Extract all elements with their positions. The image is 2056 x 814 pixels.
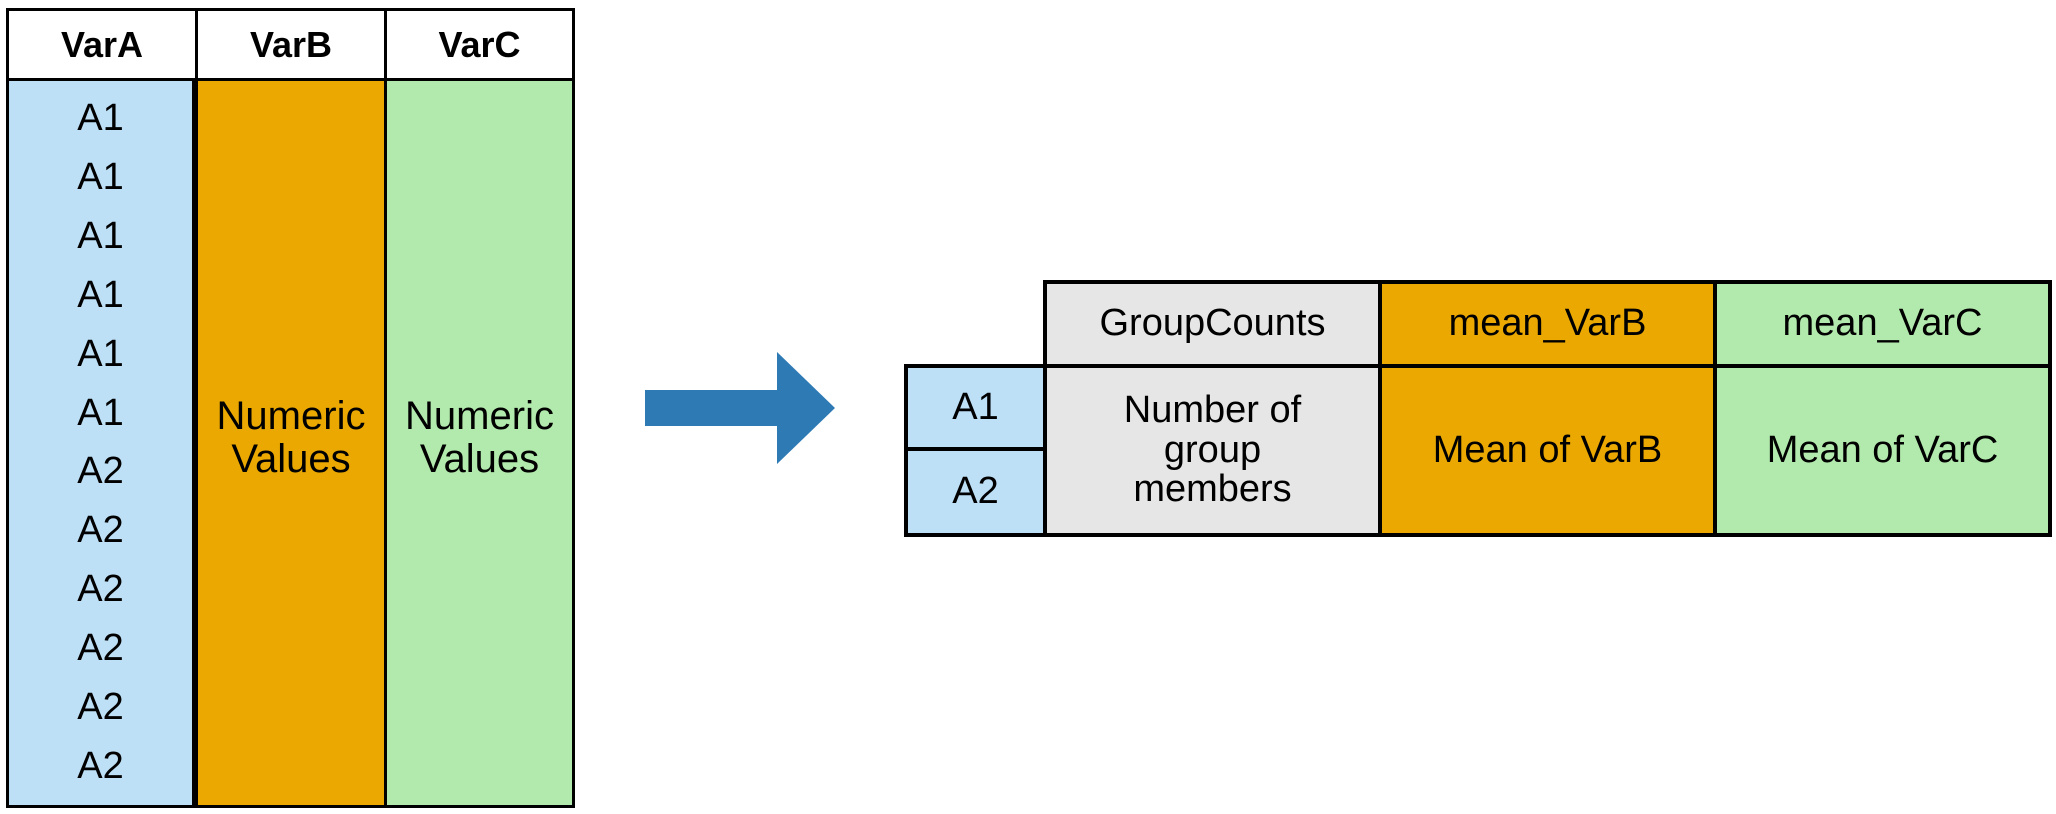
arrow-right-icon [645,352,835,464]
vara-value: A2 [77,686,124,729]
counts-line3: members [1133,468,1292,511]
header-mean-varc: mean_VarC [1713,280,2052,368]
varc-text-line1: Numeric [405,394,554,439]
vara-value: A2 [77,568,124,611]
counts-line2: group [1163,428,1262,471]
vara-value: A2 [77,509,124,552]
vara-value: A1 [77,273,124,316]
mean-varb-cell: Mean of VarB [1378,364,1717,537]
vara-value: A1 [77,391,124,434]
header-mean-varb: mean_VarB [1378,280,1717,368]
group-counts-cell: Number of group members [1043,364,1382,537]
vara-value: A1 [77,332,124,375]
vara-value: A2 [77,627,124,670]
vara-column: A1 A1 A1 A1 A1 A1 A2 A2 A2 A2 A2 A2 [6,78,195,808]
row-label-a2: A2 [904,447,1047,537]
vara-value: A1 [77,155,124,198]
vara-value: A1 [77,214,124,257]
varb-column: Numeric Values [195,78,387,808]
varb-text-line1: Numeric [216,394,366,439]
varc-text-line2: Values [419,437,540,481]
varb-text-line2: Values [231,437,351,481]
header-vara: VarA [6,8,198,81]
row-label-a1: A1 [904,364,1047,451]
header-varc: VarC [384,8,575,81]
header-groupcounts: GroupCounts [1043,280,1382,368]
counts-line1: Number of [1123,388,1302,431]
header-varb: VarB [195,8,387,81]
vara-value: A2 [77,450,124,493]
mean-varc-cell: Mean of VarC [1713,364,2052,537]
vara-value: A1 [77,97,124,139]
varc-column: Numeric Values [384,78,575,808]
vara-value: A2 [77,744,124,787]
